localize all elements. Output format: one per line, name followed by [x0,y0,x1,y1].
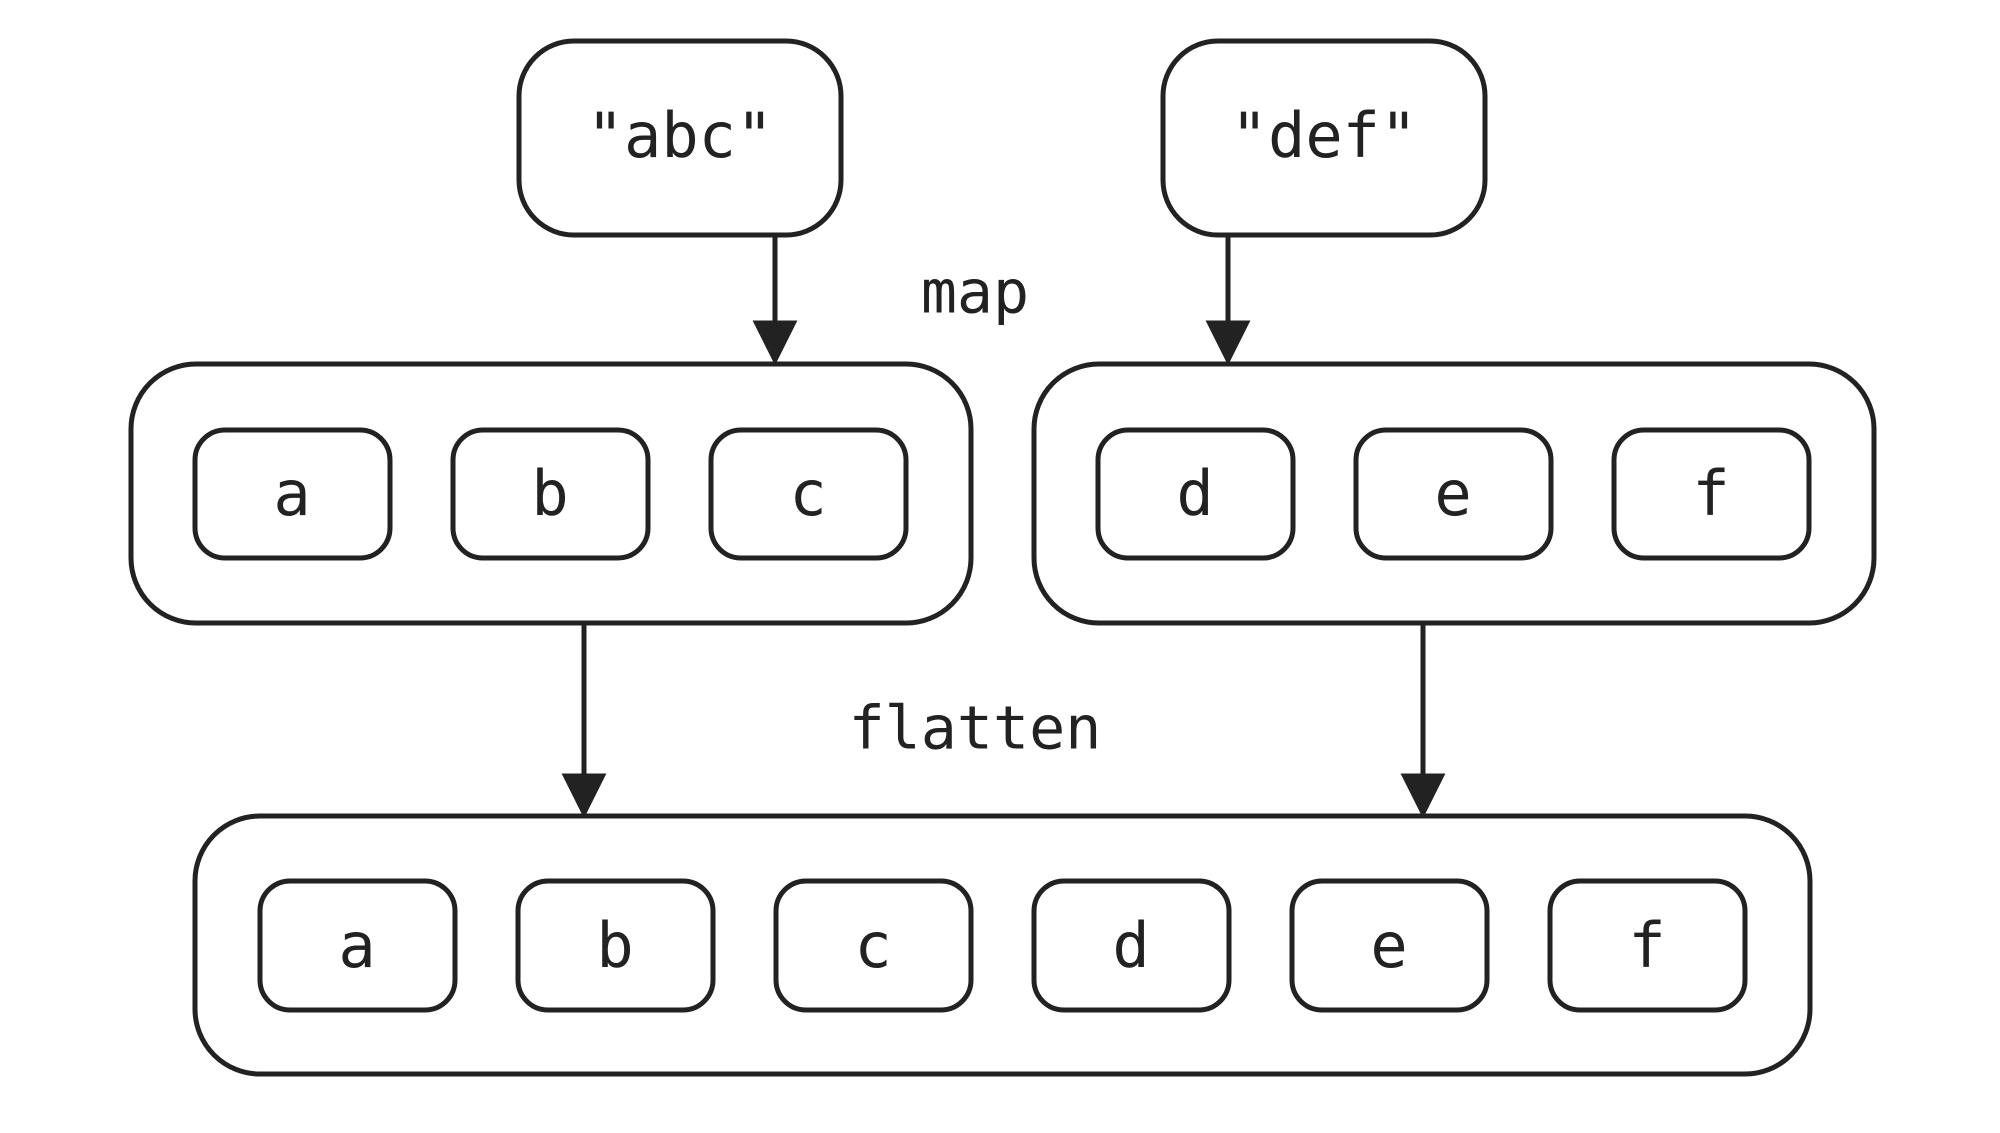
flattened-item-f: f [1547,878,1748,1013]
source-node-def: "def" [1160,38,1488,238]
mapped-item-d: d [1095,427,1296,561]
source-node-abc: "abc" [516,38,844,238]
flatten-label: flatten [849,694,1102,764]
flattened-item-b: b [515,878,716,1013]
svg-text:c: c [854,909,891,982]
source-label-abc: "abc" [587,99,774,172]
arrowhead [1205,320,1251,366]
flattened-item-e: e [1289,878,1490,1013]
mapped-group-2: d e f [1031,361,1877,626]
svg-text:a: a [273,457,310,530]
edge-abc-to-group-1 [752,235,798,366]
flattened-item-c: c [773,878,974,1013]
mapped-item-f: f [1611,427,1812,561]
arrowhead [752,320,798,366]
svg-text:a: a [338,909,375,982]
edge-group-1-to-flattened [561,623,607,819]
svg-text:d: d [1176,457,1213,530]
svg-text:e: e [1434,457,1471,530]
flattened-group: a b c d e f [192,813,1813,1077]
svg-text:f: f [1628,909,1665,982]
svg-text:f: f [1692,457,1729,530]
edge-group-2-to-flattened [1400,623,1446,819]
arrowhead [1400,773,1446,819]
svg-text:b: b [596,909,633,982]
svg-text:d: d [1112,909,1149,982]
svg-text:e: e [1370,909,1407,982]
mapped-item-b: b [450,427,651,561]
mapped-item-a: a [192,427,393,561]
flattened-item-a: a [257,878,458,1013]
mapped-item-e: e [1353,427,1554,561]
source-label-def: "def" [1231,99,1418,172]
flattened-item-d: d [1031,878,1232,1013]
svg-text:c: c [789,457,826,530]
mapped-item-c: c [708,427,909,561]
svg-text:b: b [531,457,568,530]
map-label: map [921,258,1029,328]
mapped-group-1: a b c [128,361,974,626]
edge-def-to-group-2 [1205,235,1251,366]
arrowhead [561,773,607,819]
